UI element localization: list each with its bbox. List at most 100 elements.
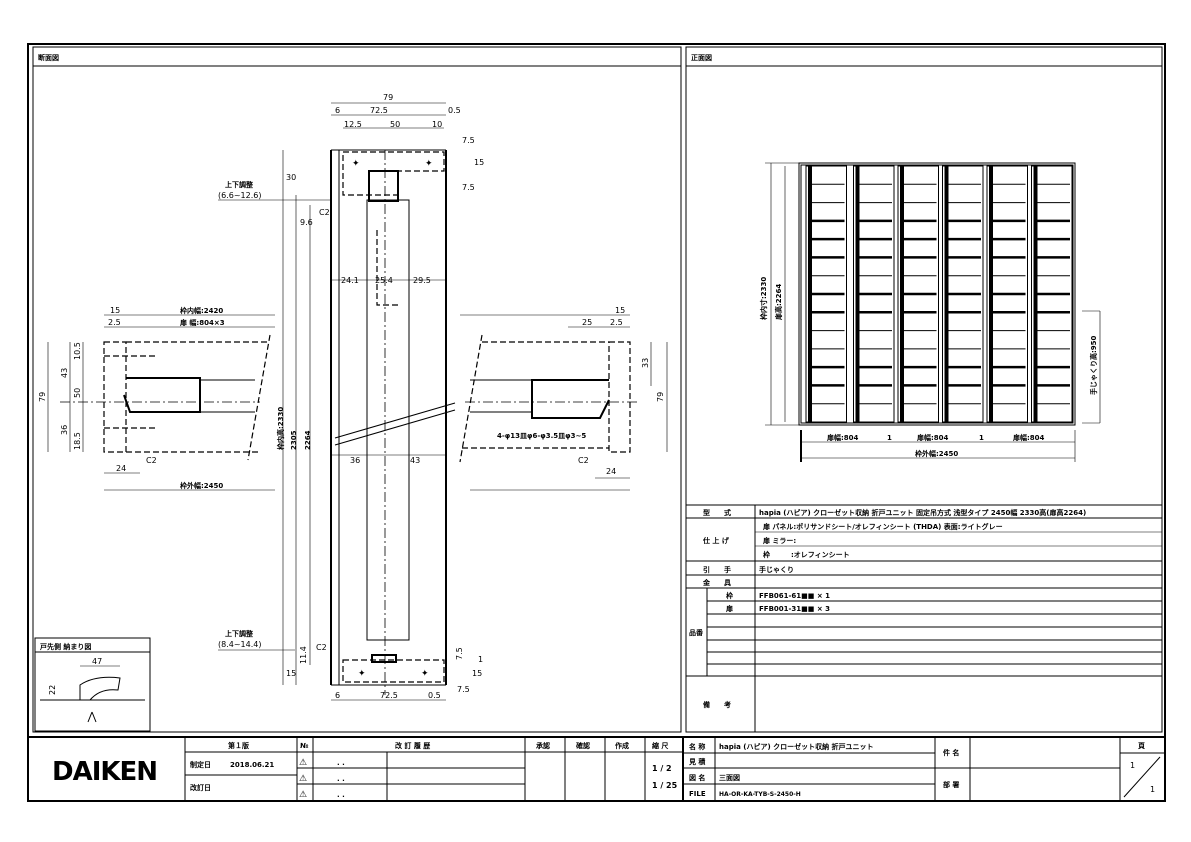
spec-part-frame-label: 枠 [726, 591, 733, 600]
scale-label: 縮 尺 [652, 741, 668, 750]
door-stile [900, 166, 904, 422]
dim: 15 [110, 306, 120, 315]
dim: 6 [335, 106, 340, 115]
dim: 9.6 [300, 218, 313, 227]
screw-mark-icon: ✦ [358, 669, 366, 679]
dim: 枠外幅:2450 [180, 481, 223, 490]
door-panel [1031, 165, 1073, 423]
front-height-outer: 枠内寸:2330 [759, 277, 768, 320]
door-panel [942, 165, 984, 423]
door-width: 扉幅:804 [916, 433, 949, 442]
dim: 7.5 [455, 647, 464, 660]
edition: 第１版 [228, 741, 249, 750]
spec-part-door-label: 扉 [725, 604, 733, 613]
revision-date: . . [337, 759, 345, 767]
dim: C2 [316, 643, 327, 652]
front-title: 正面図 [691, 53, 712, 62]
door-width: 扉幅:804 [826, 433, 859, 442]
plan-detail-right: 15 25 2.5 33 79 C2 24 4-φ13皿φ6-φ3.5皿φ3~5 [459, 306, 668, 491]
spec-value-model: hapia (ハピア) クローゼット収納 折戸ユニット 固定吊方式 浅型タイプ … [759, 508, 1086, 517]
detail-box: 戸先側 納まり図 47 22 [34, 637, 151, 732]
file-label: FILE [689, 790, 706, 798]
dim: C2 [319, 208, 330, 217]
dim: 24 [116, 464, 126, 473]
outer-width: 枠外幅:2450 [915, 449, 958, 458]
dim: 7.5 [457, 685, 470, 694]
established-date: 2018.06.21 [230, 761, 274, 769]
spec-table [686, 504, 1162, 732]
dim: 79 [38, 392, 47, 402]
dim: 15 [286, 669, 296, 678]
revision-triangle-icon: ⚠ [299, 758, 307, 768]
revision-triangle-icon: ⚠ [299, 774, 307, 784]
dim: 10 [432, 120, 442, 129]
dim: 25 [582, 318, 592, 327]
dim: 7.5 [462, 136, 475, 145]
dim: 24 [606, 467, 616, 476]
door-stile [1033, 166, 1038, 422]
adjust-note: 上下調整 [225, 180, 253, 189]
revision-triangle-icon: ⚠ [299, 790, 307, 800]
door-panel [853, 165, 895, 423]
vertical-section: ✦✦ ✦✦ 79 6 72.5 0.5 12.5 50 10 7.5 15 7.… [218, 93, 484, 701]
dim: 2.5 [610, 318, 623, 327]
project-label: 件 名 [943, 748, 959, 757]
front-panel [685, 46, 1163, 733]
no-label: № [300, 742, 309, 750]
door-panel [986, 165, 1028, 423]
spec-label-finish: 仕 上 げ [702, 536, 730, 545]
name-value: hapia (ハピア) クローゼット収納 折戸ユニット [719, 742, 874, 751]
adjust-note: 上下調整 [225, 629, 253, 638]
dim: 33 [641, 358, 650, 368]
section-panel [32, 46, 682, 733]
dim: 1 [478, 655, 483, 664]
door-panel [897, 165, 939, 423]
revision-header: 改 訂 履 歴 [395, 741, 430, 750]
plan-detail-left: 15 枠内幅:2420 2.5 扉 幅:804×3 10.5 43 50 79 … [38, 306, 275, 491]
section-title: 断面図 [38, 53, 59, 62]
scale-value: 1 / 25 [652, 781, 678, 790]
adjust-note: (8.4~14.4) [218, 640, 261, 649]
daiken-logo: DAIKEN [52, 757, 157, 787]
dim: 枠内幅:2420 [180, 306, 223, 315]
dim: 29.5 [413, 276, 431, 285]
page-label: 頁 [1138, 742, 1145, 750]
dim: 30 [286, 173, 296, 182]
door-gap: 1 [979, 434, 984, 442]
dim: 0.5 [448, 106, 461, 115]
create-label: 作成 [615, 741, 629, 750]
dim: C2 [578, 456, 589, 465]
dim: 22 [48, 685, 57, 695]
screw-mark-icon: ✦ [421, 669, 429, 679]
dim: 72.5 [370, 106, 388, 115]
adjust-note: (6.6~12.6) [218, 191, 261, 200]
dim: 79 [656, 392, 665, 402]
front-handle-height: 手じゃくり高:950 [1089, 335, 1098, 395]
dim: 15 [615, 306, 625, 315]
dim: 枠内高:2330 [276, 407, 285, 450]
spec-value-finish-frame: 枠 :オレフィンシート [763, 550, 850, 559]
dim: 12.5 [344, 120, 362, 129]
dim: 11.4 [299, 646, 308, 664]
revision-date: . . [337, 775, 345, 783]
spec-label-remarks: 備 考 [703, 700, 731, 709]
revision-date: . . [337, 791, 345, 799]
door-stile [855, 166, 860, 422]
dim: 0.5 [428, 691, 441, 700]
dim: C2 [146, 456, 157, 465]
estimate-label: 見 積 [688, 757, 706, 766]
door-panel [805, 165, 847, 423]
scale-value: 1 / 2 [652, 764, 672, 773]
door-gap: 1 [887, 434, 892, 442]
dim: 36 [60, 425, 69, 435]
dim: 47 [92, 657, 102, 666]
dim: 6 [335, 691, 340, 700]
dim: 50 [73, 388, 82, 398]
page-total: 1 [1150, 785, 1155, 794]
sheet-border [27, 43, 1166, 802]
dim: 扉 幅:804×3 [179, 318, 225, 327]
dim: 24.1 [341, 276, 359, 285]
drawing-name-value: 三面図 [719, 773, 740, 782]
detail-title: 戸先側 納まり図 [40, 642, 91, 651]
door-stile [989, 166, 993, 422]
